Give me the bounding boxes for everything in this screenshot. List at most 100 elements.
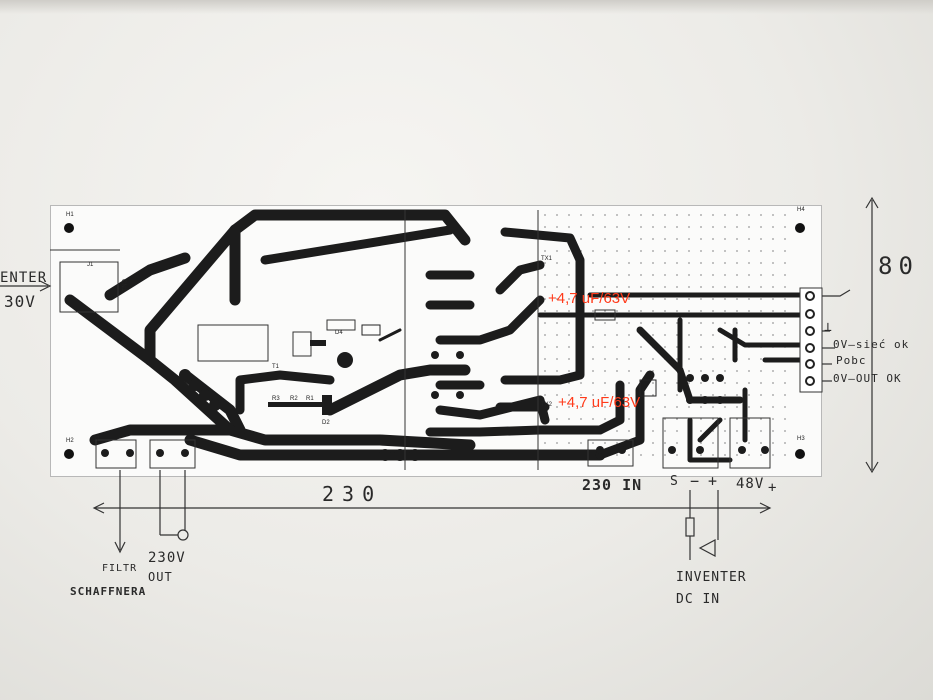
grid-dot	[616, 262, 618, 264]
grid-dot	[760, 334, 762, 336]
grid-dot	[700, 322, 702, 324]
capacitor-note-upper: +4,7 uF/63V	[548, 290, 631, 307]
grid-dot	[700, 370, 702, 372]
grid-dot	[568, 250, 570, 252]
grid-dot	[700, 334, 702, 336]
left-label-line2: 30V	[4, 292, 36, 311]
grid-dot	[784, 298, 786, 300]
grid-dot	[688, 334, 690, 336]
inverter-label-line1: INVENTER	[676, 570, 747, 585]
grid-dot	[664, 418, 666, 420]
grid-dot	[628, 286, 630, 288]
grid-dot	[652, 418, 654, 420]
grid-dot	[760, 358, 762, 360]
grid-dot	[544, 370, 546, 372]
grid-dot	[568, 322, 570, 324]
grid-dot	[700, 310, 702, 312]
grid-dot	[748, 382, 750, 384]
grid-dot	[700, 442, 702, 444]
grid-dot	[628, 274, 630, 276]
grid-dot	[748, 358, 750, 360]
grid-dot	[592, 298, 594, 300]
grid-dot	[760, 442, 762, 444]
width-dimension: 230	[322, 482, 383, 506]
grid-dot	[700, 394, 702, 396]
grid-dot	[760, 382, 762, 384]
grid-dot	[592, 310, 594, 312]
grid-dot	[784, 262, 786, 264]
grid-dot	[748, 214, 750, 216]
grid-dot	[592, 250, 594, 252]
grid-dot	[580, 418, 582, 420]
grid-dot	[640, 262, 642, 264]
grid-dot	[580, 226, 582, 228]
grid-dot	[628, 226, 630, 228]
label-r2: R2	[290, 396, 298, 402]
grid-dot	[616, 226, 618, 228]
grid-dot	[712, 238, 714, 240]
grid-dot	[760, 454, 762, 456]
grid-dot	[724, 418, 726, 420]
grid-dot	[664, 322, 666, 324]
grid-dot	[580, 406, 582, 408]
grid-dot	[700, 214, 702, 216]
label-d4: D4	[335, 330, 343, 336]
grid-dot	[616, 298, 618, 300]
label-r3: R3	[272, 396, 280, 402]
grid-dot	[724, 322, 726, 324]
grid-dot	[736, 226, 738, 228]
connector-pin-label-3: 0V–OUT OK	[833, 372, 902, 385]
grid-dot	[676, 238, 678, 240]
grid-dot	[688, 226, 690, 228]
grid-dot	[544, 250, 546, 252]
grid-dot	[772, 226, 774, 228]
grid-dot	[736, 274, 738, 276]
grid-dot	[616, 442, 618, 444]
grid-dot	[652, 250, 654, 252]
grid-dot	[628, 382, 630, 384]
grid-dot	[556, 286, 558, 288]
grid-dot	[640, 226, 642, 228]
grid-dot	[664, 214, 666, 216]
grid-dot	[700, 406, 702, 408]
grid-dot	[628, 418, 630, 420]
grid-dot	[616, 454, 618, 456]
grid-dot	[712, 442, 714, 444]
connector-pin-label-2: Pobc	[836, 354, 867, 367]
in230-label: 230 IN	[582, 476, 643, 494]
grid-dot	[664, 238, 666, 240]
grid-dot	[748, 262, 750, 264]
grid-dot	[772, 394, 774, 396]
grid-dot	[592, 214, 594, 216]
grid-dot	[616, 370, 618, 372]
grid-dot	[664, 430, 666, 432]
grid-dot	[724, 274, 726, 276]
grid-dot	[628, 334, 630, 336]
grid-dot	[760, 406, 762, 408]
grid-dot	[688, 310, 690, 312]
grid-dot	[628, 346, 630, 348]
grid-dot	[580, 214, 582, 216]
grid-dot	[604, 394, 606, 396]
grid-dot	[568, 442, 570, 444]
label-h4: H4	[797, 207, 805, 213]
grid-dot	[556, 394, 558, 396]
component-outlines	[50, 210, 771, 470]
grid-dot	[640, 286, 642, 288]
grid-dot	[604, 382, 606, 384]
grid-dot	[592, 262, 594, 264]
grid-dot	[544, 346, 546, 348]
grid-dot	[784, 370, 786, 372]
grid-dot	[676, 346, 678, 348]
grid-dot	[640, 346, 642, 348]
terminal-s-label: S	[670, 474, 679, 489]
grid-dot	[604, 226, 606, 228]
grid-dot	[724, 382, 726, 384]
grid-dot	[748, 430, 750, 432]
grid-dot	[544, 394, 546, 396]
grid-dot	[616, 250, 618, 252]
grid-dot	[772, 370, 774, 372]
grid-dot	[652, 262, 654, 264]
grid-dot	[712, 382, 714, 384]
